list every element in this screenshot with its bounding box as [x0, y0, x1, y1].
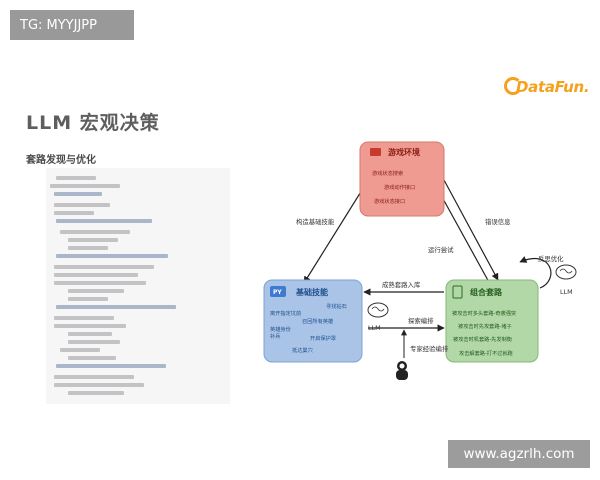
label-build-basic: 构造基础技能	[296, 217, 335, 226]
label-search-edit: 探索编排	[408, 316, 434, 325]
label-expert-edit: 专家经验编排	[410, 344, 449, 353]
python-badge-text: PY	[273, 289, 282, 296]
datafun-logo: DataFun.	[504, 76, 594, 102]
code-line	[54, 273, 138, 277]
code-line	[54, 324, 126, 328]
code-line	[68, 340, 120, 344]
code-line	[56, 176, 96, 180]
code-line	[54, 383, 144, 387]
joystick-icon	[370, 148, 381, 156]
node-basic-skills-item-0: 寻找钻石	[326, 302, 347, 310]
node-combo-routines-item-1: 被攻击时先攻套路-堵子	[458, 322, 512, 330]
code-line	[54, 211, 94, 215]
code-line	[68, 246, 108, 250]
node-game-env-item-2: 游戏状态接口	[374, 197, 405, 205]
code-line	[54, 265, 154, 269]
code-line	[56, 364, 166, 368]
code-line	[56, 254, 168, 258]
node-basic-skills-item-5: 开启保护罩	[310, 334, 336, 342]
watermark-text: www.agzrlh.com	[463, 446, 575, 462]
edge-combo-to-env	[435, 185, 491, 285]
llm-label-center: LLM	[368, 324, 381, 332]
code-line	[56, 219, 152, 223]
code-line	[56, 305, 176, 309]
label-run-try: 运行尝试	[428, 245, 454, 254]
node-combo-routines-item-3: 攻击解套路-打不过就跑	[459, 349, 513, 357]
node-basic-skills-item-1: 离开指定坑前	[270, 309, 301, 317]
code-screenshot	[46, 168, 230, 404]
channel-tag-text: TG: MYYJJPP	[20, 17, 97, 33]
node-combo-routines-item-2: 被攻击时机套路-先发制衡	[453, 335, 512, 343]
node-game-env-title: 游戏环境	[388, 147, 420, 157]
slide-title: LLM 宏观决策	[26, 112, 160, 134]
python-badge-icon	[270, 286, 286, 297]
watermark: www.agzrlh.com	[448, 440, 590, 468]
channel-tag: TG: MYYJJPP	[10, 10, 134, 40]
code-line	[60, 348, 100, 352]
node-basic-skills: PY 基础技能 寻找钻石 离开指定坑前 召回所有英雄 英雄身份 补兵 开启保护罩…	[263, 279, 363, 363]
node-basic-skills-item-4: 补兵	[270, 332, 280, 340]
code-line	[68, 356, 116, 360]
node-basic-skills-title: 基础技能	[295, 287, 328, 297]
label-reflect: 反思优化	[538, 254, 564, 263]
logo-text: DataFun.	[516, 78, 590, 96]
llm-brain-icon-right	[555, 264, 577, 280]
code-line	[54, 203, 110, 207]
node-game-env: 游戏环境 游戏状态搜索 游戏动作接口 游戏状态接口	[359, 141, 445, 217]
node-basic-skills-item-6: 抵达巢穴	[292, 346, 313, 354]
code-line	[68, 332, 112, 336]
edge-reflect-loop	[519, 256, 552, 289]
node-combo-routines: 组合套路 被攻击时多头套路-奇袭强突 被攻击时先攻套路-堵子 被攻击时机套路-先…	[445, 279, 539, 363]
node-basic-skills-item-3: 英雄身份	[270, 325, 292, 333]
node-basic-skills-item-2: 召回所有英雄	[302, 317, 333, 325]
node-combo-routines-item-0: 被攻击时多头套路-奇袭强突	[452, 309, 516, 317]
label-error-info: 错误信息	[485, 217, 511, 226]
code-line	[54, 316, 114, 320]
node-combo-routines-title: 组合套路	[470, 287, 503, 297]
code-line	[54, 375, 134, 379]
expert-avatar-icon	[396, 361, 408, 380]
code-line	[68, 391, 124, 395]
slide-subtitle: 套路发现与优化	[26, 155, 96, 166]
node-game-env-item-0: 游戏状态搜索	[372, 169, 403, 177]
label-into-library: 成熟套路入库	[382, 280, 421, 289]
code-line	[60, 230, 130, 234]
logo-ring-icon	[504, 77, 522, 95]
code-line	[54, 192, 102, 196]
code-line	[50, 184, 120, 188]
llm-label-right: LLM	[560, 288, 573, 296]
llm-brain-icon-center	[367, 302, 389, 318]
code-line	[68, 289, 124, 293]
edge-env-to-combo	[443, 179, 499, 281]
document-icon	[452, 285, 463, 299]
code-line	[68, 297, 108, 301]
node-game-env-item-1: 游戏动作接口	[384, 183, 415, 191]
code-line	[68, 238, 118, 242]
code-line	[54, 281, 146, 285]
